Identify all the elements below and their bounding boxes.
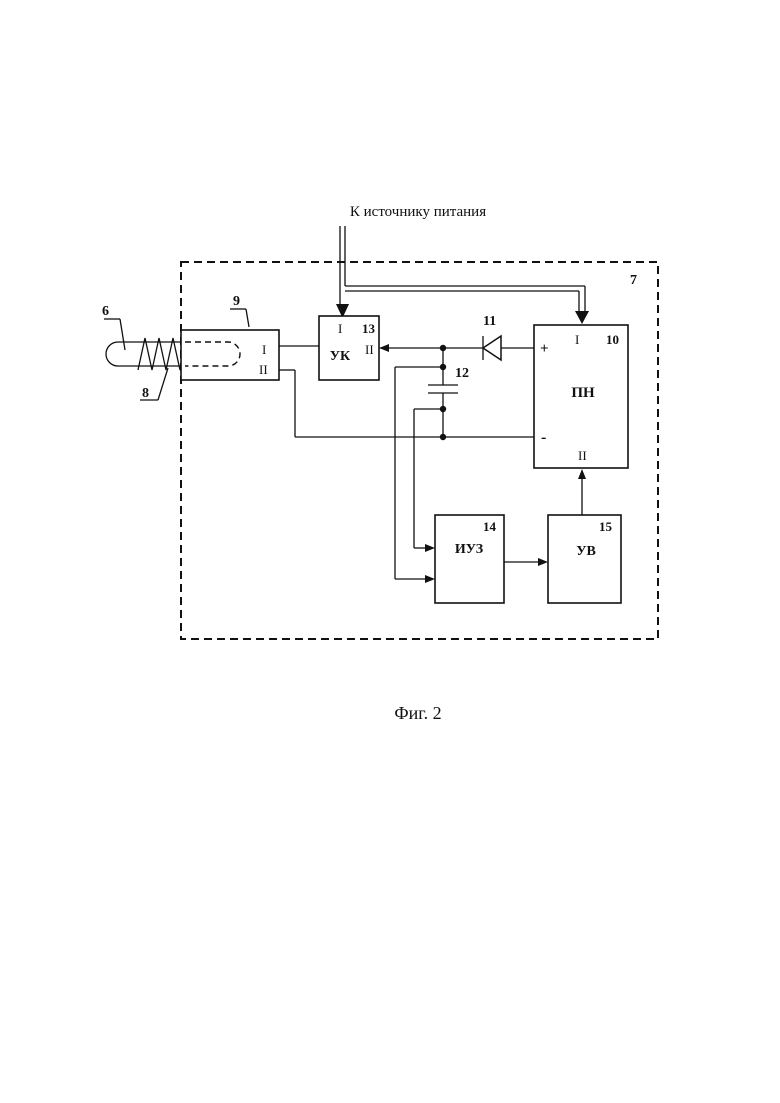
diode xyxy=(483,336,501,360)
uv-number: 15 xyxy=(599,519,613,534)
uk-terminal-1: I xyxy=(338,321,342,336)
coil xyxy=(138,338,180,370)
capacitor-number: 12 xyxy=(455,366,469,381)
diode-number: 11 xyxy=(483,314,496,329)
coil-callout-leader xyxy=(158,368,168,400)
power-feed-line xyxy=(336,226,589,324)
iuz-number: 14 xyxy=(483,519,497,534)
coil-number: 8 xyxy=(142,386,149,401)
uk-number: 13 xyxy=(362,321,376,336)
uk-label: УК xyxy=(330,349,351,364)
iuz-label: ИУЗ xyxy=(455,542,483,557)
pn-number: 10 xyxy=(606,332,619,347)
pn-label: ПН xyxy=(571,385,595,401)
figure-caption: Фиг. 2 xyxy=(394,703,441,723)
pn-terminal-1: I xyxy=(575,332,579,347)
pn-terminal-2: II xyxy=(578,448,587,463)
pn-minus-terminal: - xyxy=(541,429,546,446)
sensor-terminal-2: II xyxy=(259,362,268,377)
pn-plus-terminal: + xyxy=(540,341,549,357)
sensor-terminal-1: I xyxy=(262,342,266,357)
sensor-number: 9 xyxy=(233,294,240,309)
rod-number: 6 xyxy=(102,304,109,319)
enclosure-number: 7 xyxy=(630,273,637,288)
uv-label: УВ xyxy=(576,544,596,559)
sensor-callout-leader xyxy=(246,309,249,327)
power-source-label: К источнику питания xyxy=(350,204,486,220)
uk-terminal-2: II xyxy=(365,342,374,357)
capacitor xyxy=(428,385,458,393)
rod-callout-leader xyxy=(120,319,125,350)
